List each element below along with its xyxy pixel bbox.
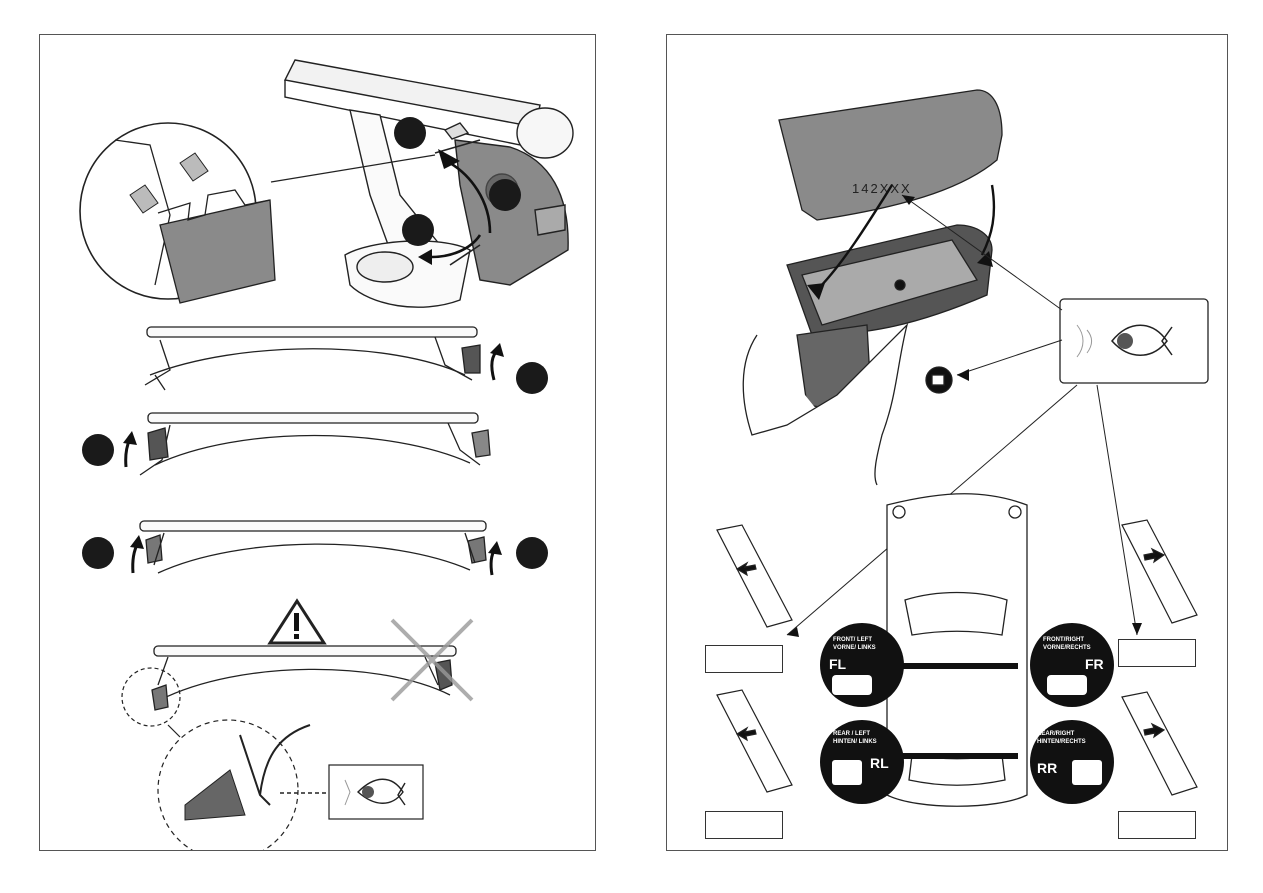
detail-marker-small [121,667,181,727]
badge-fl-code: FL [829,656,847,672]
badge-fr-caption-1: FRONT/RIGHT [1043,637,1084,643]
left-instruction-page [39,34,596,851]
right-page-illustration: 142XXX [716,89,1209,807]
eye-check-box [1059,298,1209,384]
badge-rl: REAR / LEFT HINTEN/ LINKS RL [820,720,904,804]
badge-rl-code: RL [870,755,889,771]
badge-fr-code: FR [1085,656,1104,672]
badge-rr-code: RR [1037,760,1057,776]
wrong-mark-icon [390,618,474,702]
step-circle-6 [82,537,114,569]
label-box-fr [1118,639,1196,667]
detail-marker-large [157,719,311,850]
pad-diagram-fl [716,524,793,628]
foot-pad-code: 142XXX [852,181,912,196]
badge-fr-caption-2: VORNE/RECHTS [1043,645,1091,651]
left-page-illustration [79,59,574,850]
foot-base [786,224,993,416]
right-instruction-page: 142XXX [666,34,1228,851]
badge-rl-caption-2: HINTEN/ LINKS [833,739,877,745]
label-box-rl [705,811,783,839]
badge-rr-caption-2: HINTEN/RECHTS [1037,739,1086,745]
badge-rl-caption-1: REAR / LEFT [833,731,870,737]
label-box-rr [1118,811,1196,839]
badge-fl-caption-1: FRONT/ LEFT [833,637,872,643]
bar-view-3 [139,520,487,574]
step-circle-1 [394,117,426,149]
eye-check-box [328,764,424,820]
step-circle-2 [489,179,521,211]
leader-lines [786,194,1138,636]
step-circle-5 [82,434,114,466]
hand-illustration [742,322,909,486]
badge-fr: FRONT/RIGHT VORNE/RECHTS FR [1030,623,1114,707]
bar-view-2 [139,412,491,476]
rotate-arrows [431,161,492,259]
step-circle-7 [516,537,548,569]
zoom-detail-circle [79,122,436,304]
assembly-arrows [816,184,996,291]
step-circle-3 [402,214,434,246]
pad-diagram-rl [716,689,793,793]
pad-diagram-fr [1121,519,1198,624]
badge-fl-caption-2: VORNE/ LINKS [833,645,876,651]
badge-rr: REAR/RIGHT HINTEN/RECHTS RR [1030,720,1114,804]
badge-fl: FRONT/ LEFT VORNE/ LINKS FL [820,623,904,707]
pad-diagram-rr [1121,691,1198,796]
warning-icon [267,598,327,645]
car-top-view [886,493,1028,807]
bar-view-1 [144,326,481,391]
foot-pad: 142XXX [778,89,1003,221]
step-circle-4 [516,362,548,394]
rear-bar-position [900,753,1018,759]
roof-bar-foot-closeup [283,59,574,308]
badge-rr-caption-1: REAR/RIGHT [1037,731,1075,737]
bar-view-4 [151,645,457,711]
label-box-fl [705,645,783,673]
front-bar-position [900,663,1018,669]
